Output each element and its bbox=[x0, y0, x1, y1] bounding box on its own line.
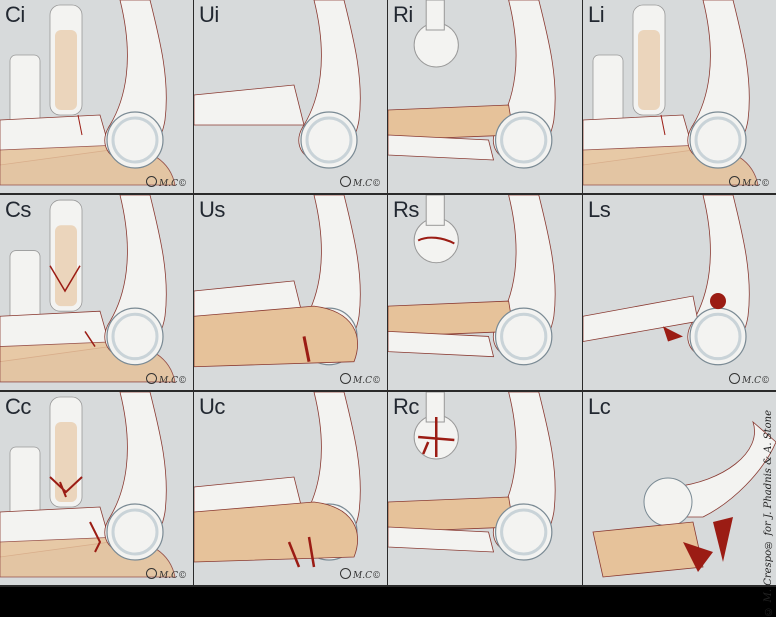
signature-mark-icon bbox=[729, 176, 741, 187]
panel-label: Uc bbox=[199, 394, 225, 419]
bone-illustration bbox=[592, 420, 776, 578]
artist-signature: M.C© bbox=[340, 176, 381, 189]
signature-mark-icon bbox=[146, 568, 158, 579]
artist-signature: M.C© bbox=[340, 373, 381, 386]
bone-illustration bbox=[388, 0, 556, 169]
panel-label: Ci bbox=[5, 2, 25, 27]
panel-lc: Lc bbox=[583, 392, 776, 585]
bone-illustration bbox=[583, 0, 759, 186]
artist-signature: M.C© bbox=[729, 176, 770, 189]
bone-illustration bbox=[194, 392, 361, 568]
illustration-credit: © M. Crespo® for J. Phadnis & A. Stone bbox=[763, 410, 774, 617]
panel-label: Cs bbox=[5, 197, 31, 222]
signature-mark-icon bbox=[340, 568, 352, 579]
bone-illustration bbox=[583, 195, 750, 366]
bone-illustration bbox=[0, 195, 176, 383]
panel-label: Rs bbox=[393, 197, 419, 222]
panel-label: Cc bbox=[5, 394, 31, 419]
panel-rs: Rs bbox=[388, 195, 582, 390]
panel-rc: Rc bbox=[388, 392, 582, 585]
artist-signature: M.C© bbox=[146, 373, 187, 386]
artist-signature: M.C© bbox=[729, 373, 770, 386]
bone-illustration bbox=[194, 195, 361, 368]
panel-label: Rc bbox=[393, 394, 419, 419]
panel-ri: Ri bbox=[388, 0, 582, 193]
signature-mark-icon bbox=[729, 373, 741, 384]
panel-label: Ls bbox=[588, 197, 611, 222]
panel-label: Ui bbox=[199, 2, 219, 27]
panel-label: Lc bbox=[588, 394, 611, 419]
signature-mark-icon bbox=[340, 176, 352, 187]
bone-illustration bbox=[388, 195, 556, 366]
signature-mark-icon bbox=[146, 373, 158, 384]
bone-illustration bbox=[0, 0, 176, 186]
artist-signature: M.C© bbox=[146, 176, 187, 189]
signature-mark-icon bbox=[146, 176, 158, 187]
artist-signature: M.C© bbox=[340, 568, 381, 581]
bone-illustration bbox=[0, 392, 176, 578]
bone-illustration bbox=[194, 0, 361, 169]
signature-mark-icon bbox=[340, 373, 352, 384]
panel-label: Us bbox=[199, 197, 225, 222]
artist-signature: M.C© bbox=[146, 568, 187, 581]
panel-label: Ri bbox=[393, 2, 413, 27]
panel-label: Li bbox=[588, 2, 605, 27]
bone-illustration bbox=[388, 392, 556, 561]
